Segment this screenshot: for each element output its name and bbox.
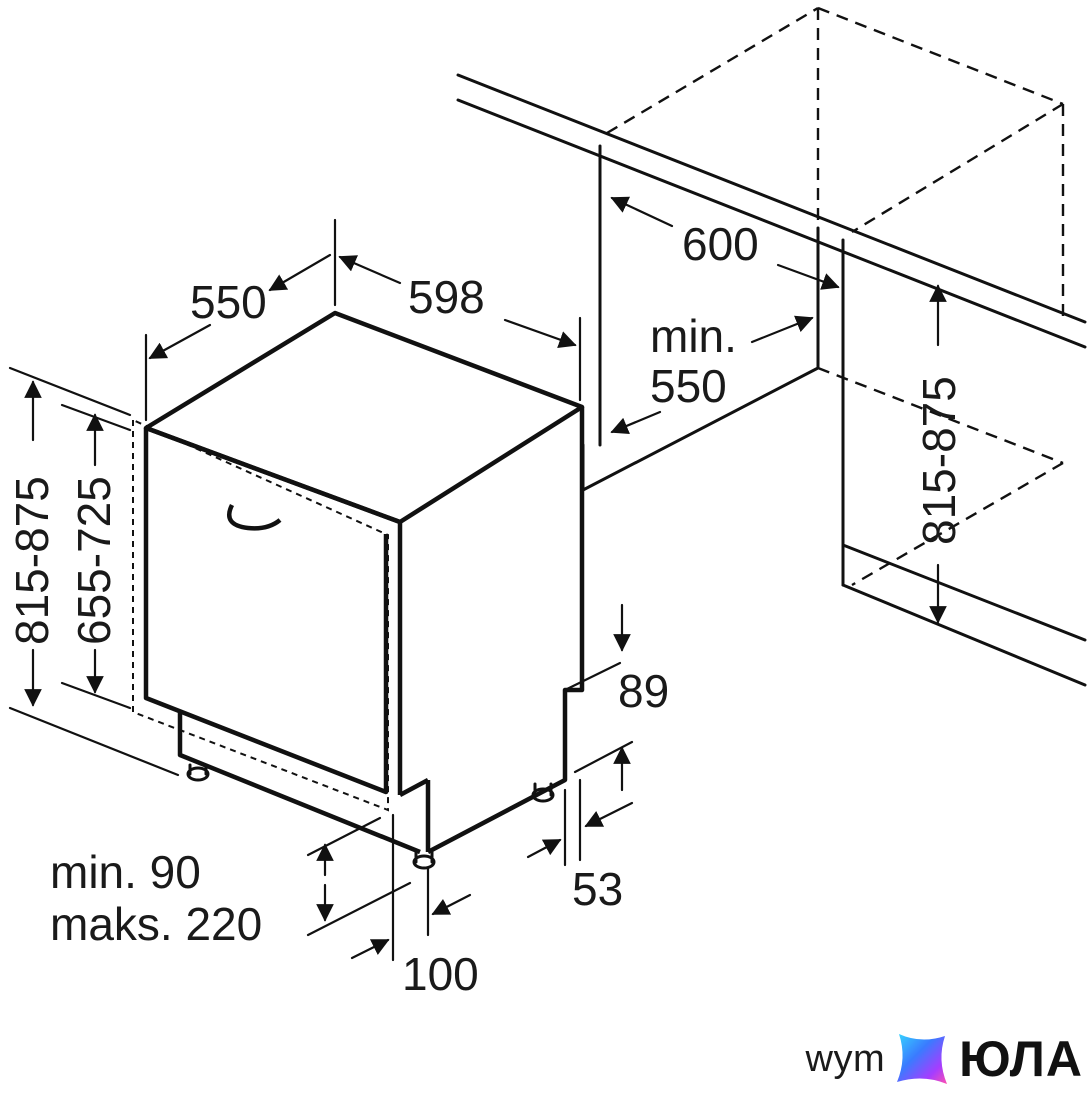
dim-depth-top: 550 xyxy=(190,276,267,328)
watermark: wym ЮЛА xyxy=(806,1024,1083,1094)
dim-niche-width: 600 xyxy=(682,218,759,270)
watermark-brand: ЮЛА xyxy=(959,1031,1083,1087)
dim-plinth-min: min. 90 xyxy=(50,846,201,898)
dishwasher-body xyxy=(132,310,585,870)
dim-bottom-offset: 100 xyxy=(402,948,479,1000)
dimension-lines xyxy=(8,196,947,962)
niche-cabinet xyxy=(456,6,1087,687)
dim-height-outer: 815-875 xyxy=(6,476,58,645)
dim-niche-height: 815-875 xyxy=(913,376,965,545)
dim-gap-side: 53 xyxy=(572,863,623,915)
dim-toe-kick: 89 xyxy=(618,665,669,717)
dim-width-top: 598 xyxy=(408,271,485,323)
dim-height-inner: 655-725 xyxy=(68,476,120,645)
dim-niche-depth-min: min. xyxy=(650,310,737,362)
yula-logo-icon xyxy=(897,1034,948,1084)
dim-plinth-max: maks. 220 xyxy=(50,898,262,950)
dim-niche-depth-value: 550 xyxy=(650,360,727,412)
watermark-prefix: wym xyxy=(805,1037,886,1080)
